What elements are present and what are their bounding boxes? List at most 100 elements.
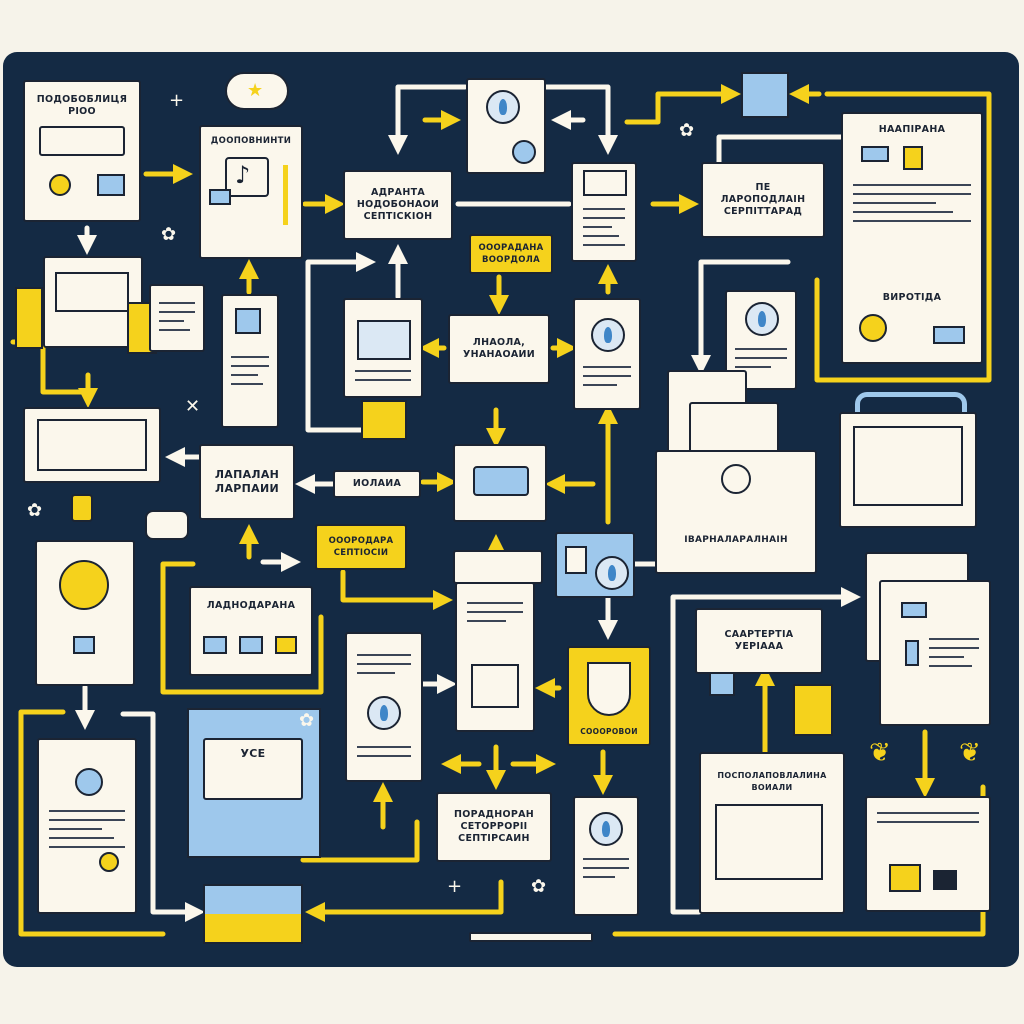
emblem-icon [486, 90, 520, 124]
field-frame [39, 126, 125, 156]
emblem-icon [591, 318, 625, 352]
right-panel-card-icon [933, 326, 965, 344]
upward-bar [283, 165, 288, 225]
bottom-right-card[interactable] [865, 796, 991, 912]
yellow-tag-1[interactable]: ОООРАДАНА ВООРДОЛА [469, 234, 553, 274]
emblem-icon [367, 696, 401, 730]
diagram-board: ПОДОБОБЛИЦЯ РІОО ★ ДООПОВНИНТИ ♪ АДРАНТА… [3, 52, 1019, 967]
emblem-document-left-center[interactable] [345, 632, 423, 782]
central-truck-node[interactable] [453, 444, 547, 522]
pin-frame [583, 170, 627, 196]
photo-node[interactable] [555, 532, 635, 598]
bottom-right-document[interactable]: ПОСПОЛАПОВЛАЛИНА ВОИАЛИ [699, 752, 845, 914]
left-mid-box[interactable]: ЛАПАЛАН ЛАРПАИИ [199, 444, 295, 520]
search-document[interactable] [466, 78, 546, 174]
yellow-block [889, 864, 921, 892]
small-note-left [149, 284, 205, 352]
gear-icon: ✿ [27, 500, 43, 521]
bottom-right-doc-title: ПОСПОЛАПОВЛАЛИНА ВОИАЛИ [717, 771, 827, 792]
right-panel[interactable]: НААПІРАНА ВИРОТІДА [841, 112, 983, 364]
filing-drawer [453, 550, 543, 584]
emblem-icon [595, 556, 629, 590]
stacked-document-center[interactable] [455, 582, 535, 732]
music-document[interactable]: ДООПОВНИНТИ ♪ [199, 125, 303, 259]
flow-chart-frame [715, 804, 823, 880]
gear-icon: ✿ [679, 120, 695, 141]
emblem-icon [589, 812, 623, 846]
envelope-with-person[interactable]: ІВАРНАЛАРАЛНАІН [655, 450, 817, 574]
letter-sheet: УСЕ [203, 738, 303, 800]
shield-icon [71, 494, 93, 522]
right-stacked-doc-front[interactable] [879, 580, 991, 726]
music-note-frame [225, 157, 269, 197]
right-panel-blue-box [861, 146, 889, 162]
plant-icon: ❦ [869, 738, 891, 768]
gear-document[interactable] [35, 540, 135, 686]
browser-content [55, 272, 129, 312]
chart-frame [37, 419, 147, 471]
lower-left-panel[interactable]: ЛАДНОДАРАНА [189, 586, 313, 676]
trident-emblem-icon [587, 662, 631, 716]
medal-document[interactable] [37, 738, 137, 914]
right-panel-gear-icon [859, 314, 887, 342]
music-document-title: ДООПОВНИНТИ [210, 136, 292, 146]
dark-block [933, 870, 957, 890]
pencil-icon [469, 932, 593, 942]
emblem-document-bottom[interactable] [573, 796, 639, 916]
bottom-center-box[interactable]: ПОРАДНОРАН СЕТОРРОРІІ СЕПТІРСАИН [436, 792, 552, 862]
center-mid-box[interactable]: ЛНАОЛА, УНАНАОАИИ [448, 314, 550, 384]
emblem-document-left[interactable] [221, 294, 279, 428]
right-top-box[interactable]: ПЕ ЛАРОПОДЛАІН СЕРПІТТАРАД [701, 162, 825, 238]
envelope-icon [97, 174, 125, 196]
yellow-tag-2[interactable]: ОООРОДАРА СЕПТІОСІИ [315, 524, 407, 570]
music-note-icon: ♪ [235, 161, 251, 189]
flag-block[interactable] [203, 884, 303, 944]
doc-blue-tag-2 [905, 640, 919, 666]
search-icon [512, 140, 536, 164]
person-icon [721, 464, 751, 494]
coin-icon [99, 852, 119, 872]
envelope-icon [741, 72, 789, 118]
gear-icon: ✿ [531, 876, 547, 897]
star-badge-icon [49, 174, 71, 196]
yellow-triangle-doc [793, 684, 833, 736]
sparkle-icon: + [447, 876, 463, 897]
browser-window-left[interactable] [43, 256, 143, 348]
emblem-document-center-right[interactable] [573, 298, 641, 410]
chart-document-left[interactable] [23, 407, 161, 483]
right-panel-coin-icon [903, 146, 923, 170]
envelope-label: ІВАРНАЛАРАЛНАІН [684, 535, 788, 545]
small-blue-card [73, 636, 95, 654]
star-icon: ★ [247, 80, 264, 101]
small-label-box[interactable]: ИОЛАИА [333, 470, 421, 498]
image-icon [209, 189, 231, 205]
medal-icon [75, 768, 103, 796]
envelope-letter[interactable]: УСЕ [187, 708, 321, 858]
photo-frame [565, 546, 587, 574]
emblem-label: СОООРОВОИ [580, 727, 638, 736]
speech-bubble [145, 510, 189, 540]
letter-text: УСЕ [240, 747, 266, 760]
doc-blue-tag [901, 602, 927, 618]
top-left-document-title: ПОДОБОБЛИЦЯ РІОО [36, 94, 128, 117]
gear-icon: ✿ [299, 710, 315, 731]
pin-document[interactable] [571, 162, 637, 262]
right-lower-box[interactable]: СААРТЕРТІА УЕРІААА [695, 608, 823, 674]
emblem-icon [235, 308, 261, 334]
top-left-document[interactable]: ПОДОБОБЛИЦЯ РІОО [23, 80, 141, 222]
panel-blue-1 [203, 636, 227, 654]
truck-icon [473, 466, 529, 496]
lower-left-panel-title: ЛАДНОДАРАНА [206, 600, 296, 611]
gear-icon [59, 560, 109, 610]
monitor-icon[interactable] [839, 412, 977, 528]
small-photo-icon [709, 672, 735, 696]
trident-emblem-node[interactable]: СОООРОВОИ [567, 646, 651, 746]
center-top-box[interactable]: АДРАНТА НОДОБОНАОИ СЕПТІСКІОН [343, 170, 453, 240]
pin-card [471, 664, 519, 708]
panel-blue-2 [239, 636, 263, 654]
trident-document[interactable] [343, 298, 423, 398]
sparkle-icon: + [169, 90, 185, 111]
panel-yellow [275, 636, 297, 654]
envelope-flap-left [15, 287, 43, 349]
cloud-icon: ★ [225, 72, 289, 110]
